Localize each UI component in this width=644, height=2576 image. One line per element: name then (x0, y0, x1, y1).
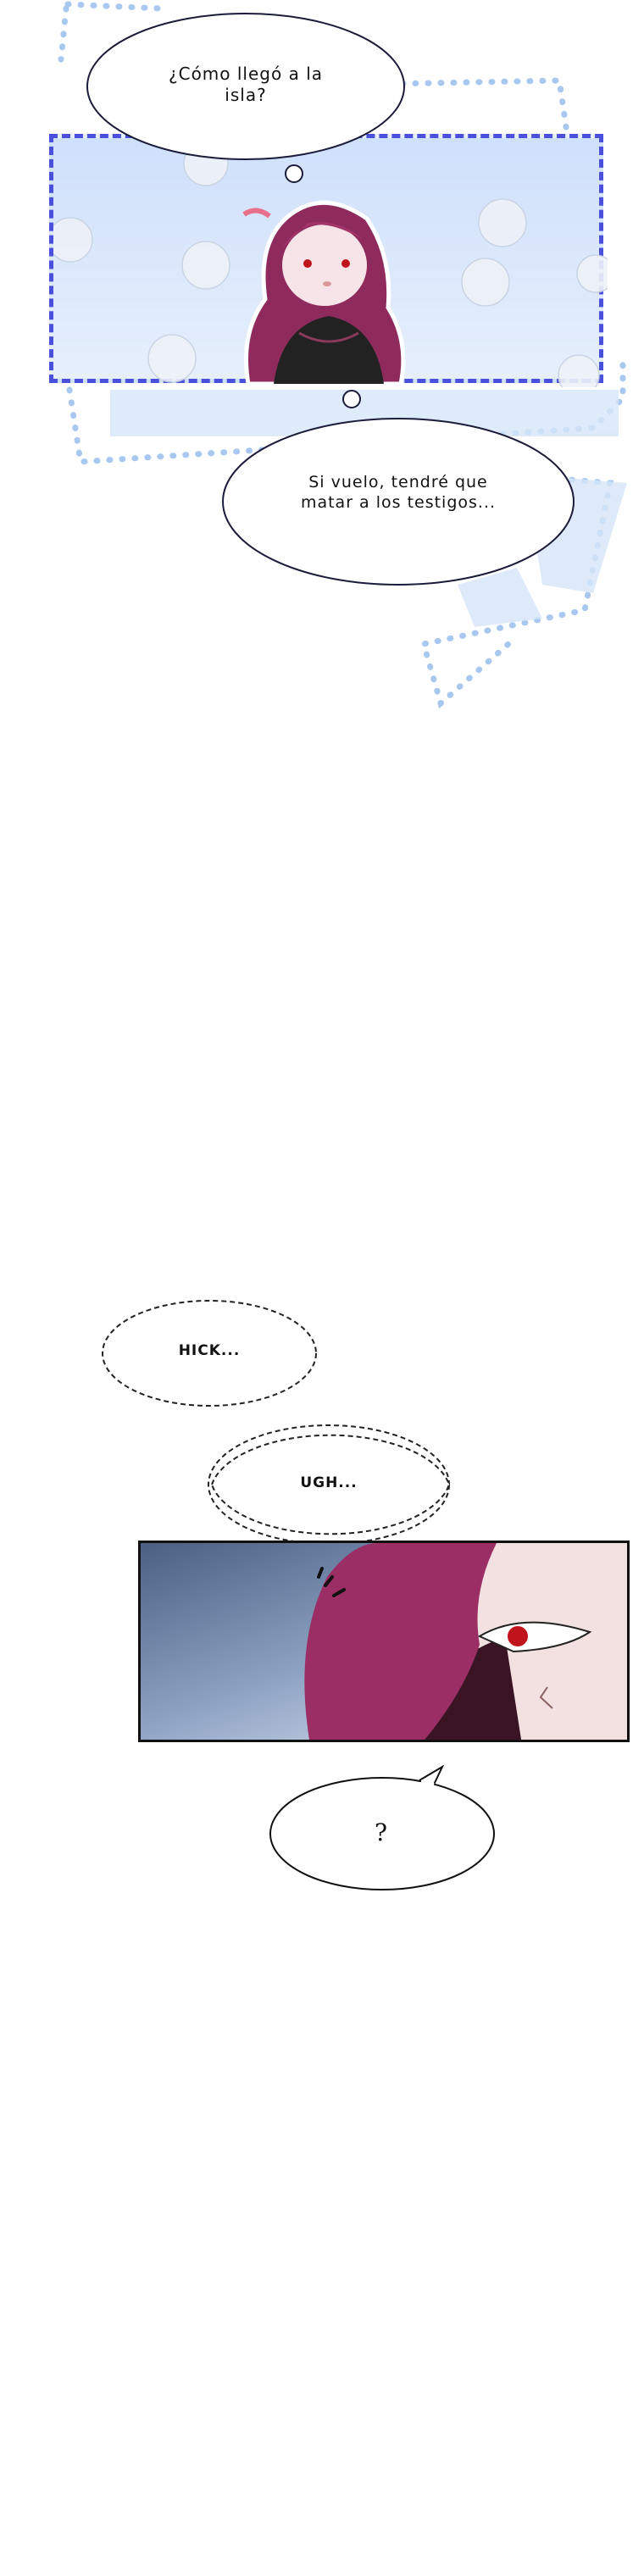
whisper-bubble-hick-text: HICK... (178, 1342, 241, 1359)
thought-bubble-1-shape (86, 13, 405, 183)
speech-bubble-question-text: ? (374, 1818, 388, 1846)
panel-closeup-eye (138, 1541, 630, 1742)
thought-bubble-2-text: Si vuelo, tendré que matar a los testigo… (300, 473, 497, 512)
shock-lines-icon (317, 1567, 346, 1597)
panel-chibi-character (49, 134, 608, 387)
thought-bubble-1-text: ¿Cómo llegó a la isla? (168, 64, 324, 105)
speech-bubble-question-shape (269, 1764, 495, 1890)
closeup-eye-illustration (304, 1543, 627, 1740)
whisper-bubble-ugh-text: UGH... (300, 1474, 358, 1491)
thought-bubble-2-shape (222, 390, 575, 586)
